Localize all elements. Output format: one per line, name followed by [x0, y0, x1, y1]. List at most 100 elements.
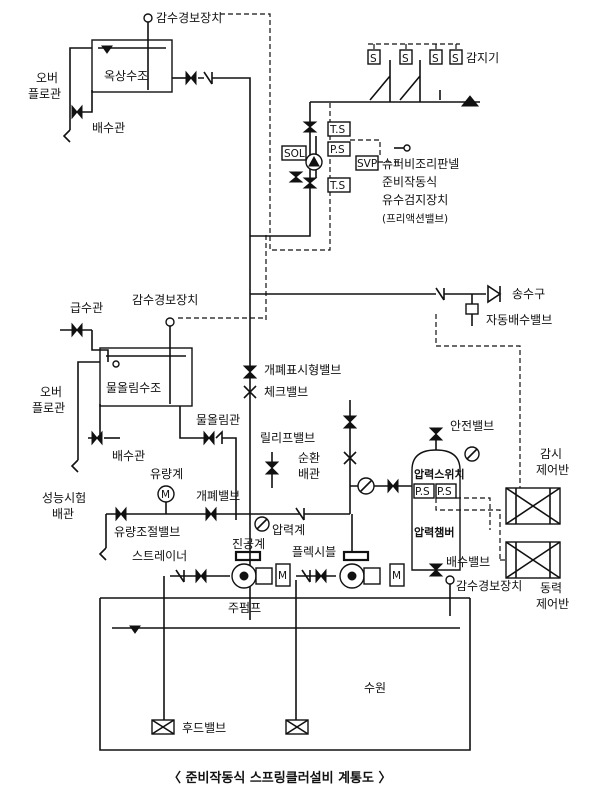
- main-pump-1: M: [231, 550, 291, 589]
- detector-1: S: [367, 49, 381, 65]
- svp-panel-label: 슈퍼비조리판넬: [382, 157, 459, 171]
- priming-valve-icon: [203, 430, 215, 446]
- ps-tag: P.S: [330, 144, 345, 156]
- flexible-label: 플렉시블: [292, 545, 336, 559]
- pump-1-motor-tag: M: [278, 570, 287, 582]
- priming-pipe-label: 물올림관: [196, 413, 240, 427]
- roof-outlet-valve-icon: [185, 70, 197, 86]
- low-water-alarm-mid-label: 감수경보장치: [132, 293, 198, 307]
- preaction-mid-valve-icon: [288, 171, 304, 183]
- flow-meter-label: 유량계: [150, 467, 183, 481]
- strainer-label: 스트레이너: [132, 549, 187, 563]
- foot-valve-label: 후드밸브: [182, 721, 226, 735]
- preaction-bottom-valve-icon: [302, 177, 318, 189]
- circulation-label-2: 배관: [298, 467, 320, 481]
- flow-meter-tag: M: [161, 489, 170, 501]
- detector-4: S: [449, 49, 463, 65]
- pressure-switch-label: 압력스위치: [414, 467, 465, 481]
- preaction-valve-assembly: T.S P.S SOL SVP T.S 슈퍼비조리판넬 준비작동식 유수검지장치…: [281, 121, 459, 225]
- supply-valve-icon: [71, 322, 83, 338]
- water-source-label: 수원: [364, 681, 386, 695]
- fdc-label: 송수구: [512, 287, 545, 301]
- svg-text:S: S: [370, 53, 377, 65]
- low-water-alarm-bottom-label: 감수경보장치: [456, 579, 522, 593]
- foot-valve-1: [151, 719, 175, 735]
- gate-valve-label: 개폐밸브: [196, 489, 240, 503]
- supply-pipe-label: 급수관: [70, 301, 103, 315]
- safety-valve-label: 안전밸브: [450, 419, 494, 433]
- performance-test-label-1: 성능시험: [42, 491, 86, 505]
- detectors: S S S S 감지기: [367, 43, 499, 65]
- monitoring-control-panel: [505, 487, 561, 525]
- open-close-valve-icon: [242, 365, 258, 379]
- sol-tag: SOL: [284, 148, 305, 160]
- main-pump-2: M: [339, 550, 405, 589]
- roof-check-valve-icon: [198, 71, 251, 300]
- overflow-mid-label-1: 오버: [40, 385, 62, 399]
- pump-2-valve-icon: [315, 568, 327, 584]
- chamber-ps-tag-1: P.S: [415, 486, 430, 498]
- sprinkler-branches: [250, 60, 480, 237]
- chamber-inlet-valve-icon: [387, 478, 399, 494]
- pressure-chamber-label: 압력챔버: [414, 525, 454, 539]
- flow-control-valve-label: 유량조절밸브: [114, 525, 180, 539]
- relief-valve-label: 릴리프밸브: [260, 431, 315, 445]
- flow-control-valve-icon: [115, 506, 127, 522]
- svg-text:S: S: [402, 53, 409, 65]
- auto-drain-label: 자동배수밸브: [486, 313, 552, 327]
- power-control-panel: [505, 541, 561, 579]
- overflow-top-label-1: 오버: [36, 71, 58, 85]
- foot-valve-2: [285, 719, 309, 735]
- detector-label: 감지기: [466, 51, 499, 65]
- roof-tank: 옥상수조: [91, 13, 173, 93]
- pump-2-check-icon: [301, 569, 311, 583]
- svg-text:S: S: [432, 53, 439, 65]
- fdc-check-valve-icon: [435, 287, 486, 301]
- open-close-valve-label: 개폐표시형밸브: [264, 363, 341, 377]
- drain-mid-valve-icon: [91, 430, 103, 446]
- circulation-label-1: 순환: [298, 451, 320, 465]
- diagram-caption: 〈 준비작동식 스프링클러설비 계통도 〉: [168, 770, 392, 786]
- svg-text:S: S: [452, 53, 459, 65]
- overflow-mid-label-2: 플로관: [32, 401, 65, 415]
- relief-top-valve-icon: [342, 415, 358, 429]
- priming-tank: 물올림수조: [99, 317, 193, 407]
- pressure-gauge-label: 압력계: [272, 523, 305, 537]
- water-source-tank: 수원: [99, 597, 471, 751]
- low-water-alarm-top-label: 감수경보장치: [156, 11, 222, 25]
- priming-tank-label: 물올림수조: [106, 381, 161, 395]
- chamber-ps-tag-2: P.S: [437, 486, 452, 498]
- drain-top-valve-icon: [71, 104, 83, 120]
- preaction-label-1: 준비작동식: [382, 175, 437, 189]
- drain-mid-label: 배수관: [112, 449, 145, 463]
- monitoring-panel-label-2: 제어반: [536, 463, 569, 477]
- gate-valve-icon: [205, 506, 217, 522]
- fire-dept-connection-icon: [487, 284, 502, 304]
- priming-check-icon: [215, 430, 237, 520]
- drain-valve-label: 배수밸브: [446, 555, 490, 569]
- power-panel-label-1: 동력: [540, 581, 562, 595]
- detector-2: S: [399, 49, 413, 65]
- relief-valve-icon: [264, 461, 280, 475]
- drain-top-label: 배수관: [92, 121, 125, 135]
- suction-valve-icon: [195, 568, 207, 584]
- monitoring-panel-label-1: 감시: [540, 447, 562, 461]
- preaction-top-valve-icon: [302, 121, 318, 133]
- ts-tag-top: T.S: [329, 124, 346, 136]
- check-valve-label: 체크밸브: [264, 385, 308, 399]
- safety-valve-icon: [428, 427, 444, 441]
- detector-3: S: [429, 49, 443, 65]
- preaction-label-3: (프리액션밸브): [382, 213, 448, 225]
- ts-tag-bottom: T.S: [329, 180, 346, 192]
- power-panel-label-2: 제어반: [536, 597, 569, 611]
- strainer-icon: [175, 569, 185, 583]
- relief-check-icon: [343, 451, 357, 465]
- performance-test-label-2: 배관: [52, 507, 74, 521]
- check-valve-icon: [243, 385, 257, 399]
- vacuum-gauge-label: 진공계: [232, 537, 265, 551]
- preaction-label-2: 유수검지장치: [382, 193, 448, 207]
- main-pump-label: 주펌프: [228, 601, 261, 615]
- pump-2-motor-tag: M: [392, 570, 401, 582]
- svp-tag: SVP: [357, 158, 377, 170]
